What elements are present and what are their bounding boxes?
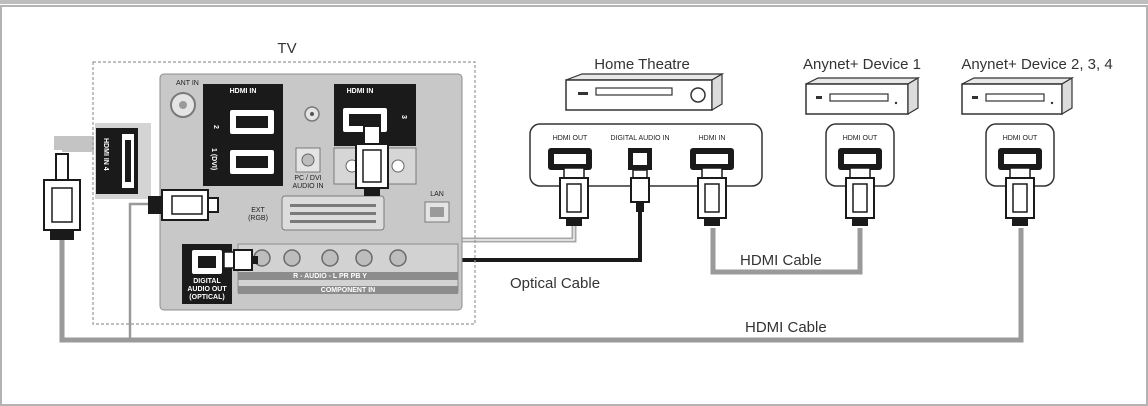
hdmi-cable-label-upper: HDMI Cable [740,252,822,269]
lan-label: LAN [430,191,444,198]
plug-hdmi3 [355,125,389,196]
anynet-device-1 [805,76,921,116]
cable-hdmi4-link [54,136,94,152]
frame-border [0,5,1148,406]
plug-device-234 [1005,167,1035,226]
plug-ht-optical [630,169,650,212]
plug-ext [148,189,219,221]
audio-row-label: R - AUDIO - L PR PB Y [293,273,367,280]
hdmi-cable-label-lower: HDMI Cable [745,319,827,336]
home-theatre-label: Home Theatre [594,56,690,73]
plug-optical-tv [223,249,258,271]
plug-hdmi4 [43,153,81,240]
hdmi-in-3-label: HDMI IN [347,88,374,95]
ht-hdmi-in-label: HDMI IN [699,135,726,142]
device-234-label: Anynet+ Device 2, 3, 4 [961,56,1112,73]
cable-hdmi-device234 [59,228,1024,343]
digital-audio-out-label-1: DIGITAL [193,278,221,285]
device-1-label: Anynet+ Device 1 [803,56,921,73]
component-in-label: COMPONENT IN [321,287,375,294]
optical-cable-label: Optical Cable [510,275,600,292]
ant-in-label: ANT IN [176,80,199,87]
device-234-port-label: HDMI OUT [1003,135,1038,142]
plug-device-1 [845,167,875,226]
ht-hdmi-out-label: HDMI OUT [553,135,588,142]
ext-label-1: EXT [251,207,265,214]
plug-ht-hdmi-out [559,167,589,226]
component-in-row [237,243,459,293]
cable-hdmi-ht-dev1 [710,228,863,275]
home-theatre-device [565,72,725,112]
plug-ht-hdmi-in [697,167,727,226]
device-1-port-label: HDMI OUT [843,135,878,142]
hdmi-port-2-label: 2 [212,125,219,129]
ht-digital-audio-in-label: DIGITAL AUDIO IN [610,135,669,142]
ext-label-2: (RGB) [248,215,268,222]
hdmi-in-4-label: HDMI IN 4 [102,138,109,171]
tv-dotted-outline [92,61,476,325]
hdmi-port-1-dvi-label: 1 (DVI) [210,148,217,170]
cable-thin-ext [128,202,148,340]
digital-audio-out-label-2: AUDIO OUT [187,286,227,293]
pc-dvi-audio-label-2: AUDIO IN [292,183,323,190]
frame-top-bar [0,0,1148,4]
anynet-device-234 [961,76,1075,116]
hdmi-in-group-label: HDMI IN [230,88,257,95]
hdmi-port-3-label: 3 [400,115,407,119]
pc-dvi-audio-label-1: PC / DVI [294,175,321,182]
tv-label: TV [277,40,296,57]
digital-audio-out-label-3: (OPTICAL) [189,294,224,301]
